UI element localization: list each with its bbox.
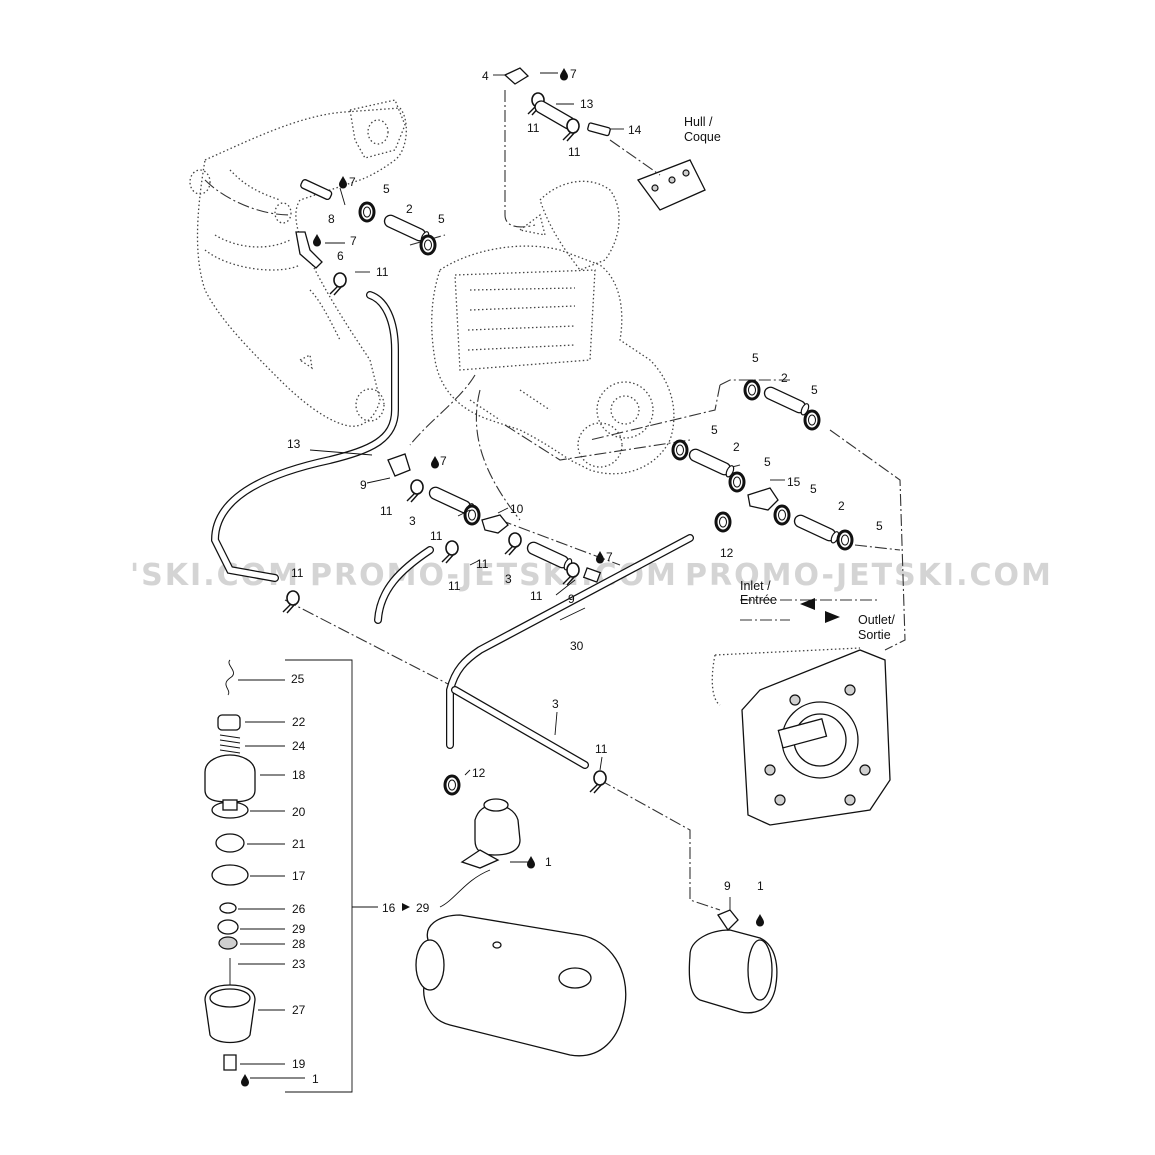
flow-arrows — [402, 598, 840, 911]
callout: 9 — [724, 879, 731, 893]
callout: 11 — [291, 566, 304, 580]
callout: 20 — [292, 805, 306, 819]
inlet-label-fr: Entrée — [740, 593, 777, 607]
resonator — [688, 909, 778, 1014]
watermark-right: PROMO-JETSKI.COM — [685, 558, 1053, 593]
callout: 5 — [764, 455, 771, 469]
callout: 3 — [505, 572, 512, 586]
hull-bracket — [636, 159, 706, 211]
callout: 5 — [383, 182, 390, 196]
callout: 2 — [406, 202, 413, 216]
callout: 6 — [337, 249, 344, 263]
callout: 1 — [312, 1072, 319, 1086]
callout: 13 — [287, 437, 301, 451]
hose-3 — [451, 686, 589, 769]
callout: 16 — [382, 901, 396, 915]
oil-drop-icon — [241, 1074, 249, 1087]
callout: 7 — [349, 175, 356, 189]
outlet-label: Outlet/ — [858, 613, 895, 627]
hull-label-fr: Coque — [684, 130, 721, 144]
oil-drop-icon — [527, 856, 535, 869]
callout: 23 — [292, 957, 306, 971]
callout: 3 — [552, 697, 559, 711]
callout: 5 — [876, 519, 883, 533]
callout: 8 — [328, 212, 335, 226]
callout: 24 — [292, 739, 306, 753]
callout: 14 — [628, 123, 642, 137]
hose-30 — [374, 534, 694, 749]
callout: 10 — [510, 502, 524, 516]
callout: 2 — [781, 371, 788, 385]
callout: 5 — [752, 351, 759, 365]
callout: 5 — [811, 383, 818, 397]
outlet-label-fr: Sortie — [858, 628, 891, 642]
outlet-arrow-icon — [825, 611, 840, 623]
valve-assembly — [460, 798, 521, 869]
exhaust-manifold — [189, 99, 407, 427]
callout: 1 — [757, 879, 764, 893]
callout-labels: 4 7 11 13 11 14 Hull / Coque 7 5 2 5 8 7… — [287, 67, 895, 1086]
callout: 2 — [733, 440, 740, 454]
oil-drop-icon — [756, 914, 764, 927]
callout: 1 — [545, 855, 552, 869]
oil-drop-icon — [431, 456, 439, 469]
muffler — [415, 914, 627, 1057]
hose-13 — [210, 291, 399, 582]
callout: 25 — [291, 672, 305, 686]
inlet-arrow-icon — [800, 598, 815, 610]
oil-drop-icon — [339, 176, 347, 189]
callout: 29 — [416, 901, 430, 915]
callout: 9 — [568, 592, 575, 606]
callout: 18 — [292, 768, 306, 782]
callout: 7 — [606, 550, 613, 564]
inlet-label: Inlet / — [740, 579, 771, 593]
oil-drop-icon — [596, 551, 604, 564]
callout: 29 — [292, 922, 306, 936]
callout: 11 — [476, 557, 489, 571]
callout: 28 — [292, 937, 306, 951]
callout: 11 — [376, 265, 389, 279]
callout: 5 — [810, 482, 817, 496]
callout: 12 — [472, 766, 486, 780]
pump-housing — [711, 647, 891, 826]
callout: 17 — [292, 869, 306, 883]
callout: 11 — [448, 579, 461, 593]
callout: 11 — [527, 121, 540, 135]
engine-block — [431, 180, 675, 475]
callout: 7 — [570, 67, 577, 81]
valve-exploded-parts — [204, 659, 256, 1071]
transfer-arrow-icon — [402, 903, 410, 911]
hull-label: Hull / — [684, 115, 713, 129]
callout: 11 — [530, 589, 543, 603]
callout: 7 — [350, 234, 357, 248]
callout: 26 — [292, 902, 306, 916]
callout: 9 — [360, 478, 367, 492]
leader-lines — [238, 72, 785, 1093]
callout: 11 — [595, 742, 608, 756]
callout: 11 — [568, 145, 581, 159]
oil-drop-icon — [560, 68, 568, 81]
fitting-parts — [282, 67, 854, 796]
callout: 7 — [440, 454, 447, 468]
callout: 21 — [292, 837, 306, 851]
callout: 3 — [409, 514, 416, 528]
callout: 19 — [292, 1057, 306, 1071]
callout: 12 — [720, 546, 734, 560]
callout: 27 — [292, 1003, 306, 1017]
callout: 22 — [292, 715, 306, 729]
callout: 11 — [380, 504, 393, 518]
callout: 30 — [570, 639, 584, 653]
callout: 4 — [482, 69, 489, 83]
callout: 13 — [580, 97, 594, 111]
callout: 5 — [438, 212, 445, 226]
callout: 11 — [430, 529, 443, 543]
callout: 5 — [711, 423, 718, 437]
callout: 15 — [787, 475, 801, 489]
callout: 2 — [838, 499, 845, 513]
oil-drop-icon — [313, 234, 321, 247]
